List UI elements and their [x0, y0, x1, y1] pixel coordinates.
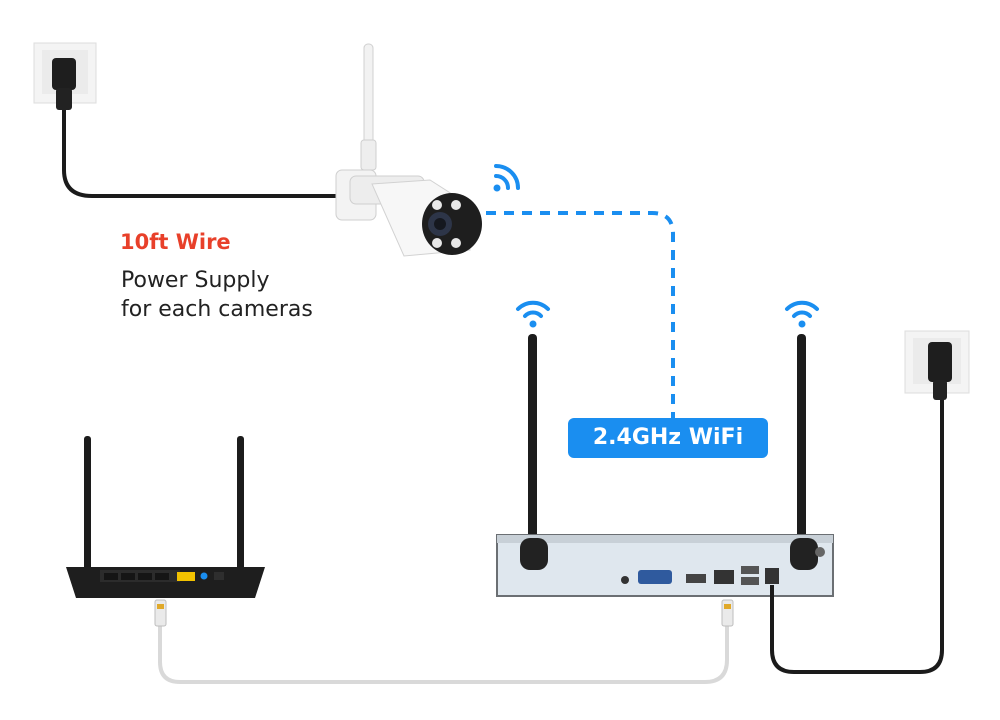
ethernet-plug-icon — [155, 600, 166, 626]
camera-power-cable — [64, 110, 345, 196]
power-supply-label: Power Supply for each cameras — [121, 266, 313, 324]
router — [66, 436, 265, 598]
wifi-signal-icon — [518, 303, 548, 328]
power-supply-line1: Power Supply — [121, 266, 313, 295]
wifi-link-dashed — [486, 213, 673, 418]
wire-length-label: 10ft Wire — [120, 230, 231, 254]
nvr-recorder — [497, 334, 833, 596]
power-supply-line2: for each cameras — [121, 295, 313, 324]
wifi-signal-icon — [787, 303, 817, 328]
ethernet-cable — [160, 612, 727, 682]
camera — [336, 44, 482, 256]
wifi-signal-icon — [494, 166, 519, 192]
wifi-band-badge: 2.4GHz WiFi — [568, 418, 768, 458]
ethernet-plug-icon — [722, 600, 733, 626]
